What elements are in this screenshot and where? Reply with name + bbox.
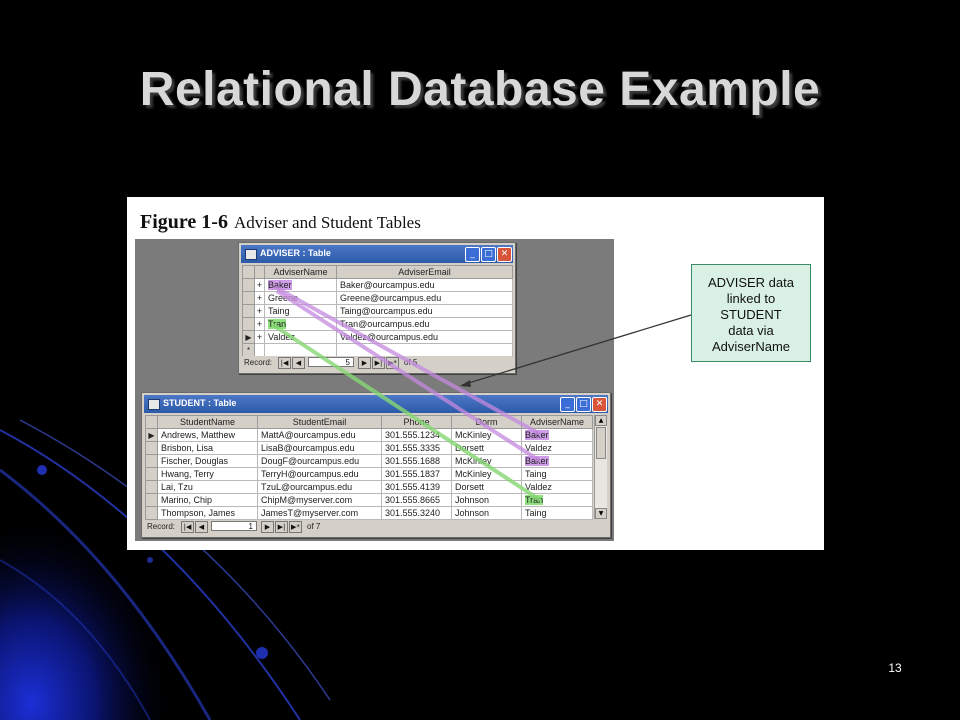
- minimize-icon[interactable]: _: [465, 247, 480, 262]
- student-datasheet: StudentName StudentEmail Phone Dorm Advi…: [145, 415, 593, 520]
- cell-advisername[interactable]: Taing: [521, 506, 593, 520]
- row-selector[interactable]: [145, 506, 158, 520]
- next-record-icon[interactable]: ▶: [261, 521, 274, 533]
- record-label: Record:: [244, 358, 273, 367]
- current-row-pointer-icon[interactable]: ▶: [145, 428, 158, 442]
- figure-number: Figure 1-6: [140, 211, 228, 233]
- page-number: 13: [888, 661, 902, 675]
- pointer-arrow-line: [461, 314, 692, 386]
- cell-phone[interactable]: 301.555.3240: [381, 506, 452, 520]
- column-header-advisername[interactable]: AdviserName: [264, 265, 337, 279]
- new-record-icon[interactable]: ▶*: [289, 521, 302, 533]
- student-record-navigator: Record: |◀ ◀ 1 ▶ ▶| ▶* of 7: [145, 520, 605, 534]
- column-header-advisername[interactable]: AdviserName: [521, 415, 593, 429]
- callout-line: linked to: [726, 291, 776, 306]
- purple-link-line: [275, 289, 542, 463]
- column-header-adviseremail[interactable]: AdviserEmail: [336, 265, 513, 279]
- column-header-studentemail[interactable]: StudentEmail: [257, 415, 382, 429]
- link-lines-overlay: [271, 285, 692, 502]
- callout-box: ADVISER data linked to STUDENT data via …: [691, 264, 811, 362]
- vertical-scrollbar[interactable]: ▲ ▼: [594, 415, 607, 519]
- callout-line: AdviserName: [711, 339, 791, 354]
- table-window-icon: [245, 249, 257, 260]
- maximize-icon[interactable]: □: [481, 247, 496, 262]
- scroll-thumb[interactable]: [596, 427, 606, 459]
- adviser-window-title: ADVISER : Table: [260, 248, 331, 258]
- last-record-icon[interactable]: ▶|: [275, 521, 288, 533]
- next-record-icon[interactable]: ▶: [358, 357, 371, 369]
- student-table-window[interactable]: STUDENT : Table _ □ ✕ StudentName Studen…: [141, 392, 611, 538]
- callout-line: data via: [728, 323, 774, 338]
- highlighted-value: Tran: [268, 319, 287, 329]
- row-selector[interactable]: [145, 441, 158, 455]
- figure-panel: Figure 1-6 Adviser and Student Tables ADV…: [127, 197, 824, 550]
- adviser-window-titlebar[interactable]: ADVISER : Table _ □ ✕: [241, 245, 513, 263]
- minimize-icon[interactable]: _: [560, 397, 575, 412]
- callout-line: STUDENT: [720, 307, 782, 322]
- row-selector[interactable]: [145, 454, 158, 468]
- slide-title: Relational Database Example: [139, 63, 821, 116]
- column-header-studentname[interactable]: StudentName: [157, 415, 258, 429]
- student-header-row: StudentName StudentEmail Phone Dorm Advi…: [145, 415, 593, 429]
- student-window-title: STUDENT : Table: [163, 398, 237, 408]
- new-row-marker[interactable]: *: [242, 343, 255, 357]
- callout-line: ADVISER data: [708, 275, 794, 290]
- record-label: Record:: [147, 522, 176, 531]
- highlighted-value: Baker: [525, 430, 549, 440]
- purple-link-line: [274, 285, 541, 436]
- highlighted-value: Baker: [268, 280, 292, 290]
- cell-dorm[interactable]: Johnson: [451, 506, 522, 520]
- table-row[interactable]: Thompson, James JamesT@myserver.com 301.…: [145, 506, 593, 520]
- close-icon[interactable]: ✕: [592, 397, 607, 412]
- adviser-table-window[interactable]: ADVISER : Table _ □ ✕ AdviserName Advise…: [238, 242, 516, 374]
- figure-caption: Figure 1-6 Adviser and Student Tables: [140, 211, 421, 234]
- arrow-head-icon: [460, 380, 471, 387]
- green-link-line: [271, 323, 542, 502]
- adviser-header-row: AdviserName AdviserEmail: [242, 265, 513, 279]
- table-row[interactable]: Fischer, Douglas DougF@ourcampus.edu 301…: [145, 454, 593, 468]
- first-record-icon[interactable]: |◀: [181, 521, 194, 533]
- cell-studentemail[interactable]: JamesT@myserver.com: [257, 506, 382, 520]
- previous-record-icon[interactable]: ◀: [195, 521, 208, 533]
- scroll-up-icon[interactable]: ▲: [595, 415, 607, 426]
- maximize-icon[interactable]: □: [576, 397, 591, 412]
- first-record-icon[interactable]: |◀: [278, 357, 291, 369]
- previous-record-icon[interactable]: ◀: [292, 357, 305, 369]
- record-number-field[interactable]: 1: [211, 521, 257, 531]
- highlighted-value: Tran: [525, 495, 544, 505]
- record-count: of 7: [307, 522, 321, 531]
- figure-caption-text: Adviser and Student Tables: [233, 213, 421, 232]
- close-icon[interactable]: ✕: [497, 247, 512, 262]
- table-row[interactable]: + Greene Greene@ourcampus.edu: [242, 291, 513, 305]
- table-row[interactable]: + Baker Baker@ourcampus.edu: [242, 278, 513, 292]
- scroll-down-icon[interactable]: ▼: [595, 508, 607, 519]
- table-window-icon: [148, 399, 160, 410]
